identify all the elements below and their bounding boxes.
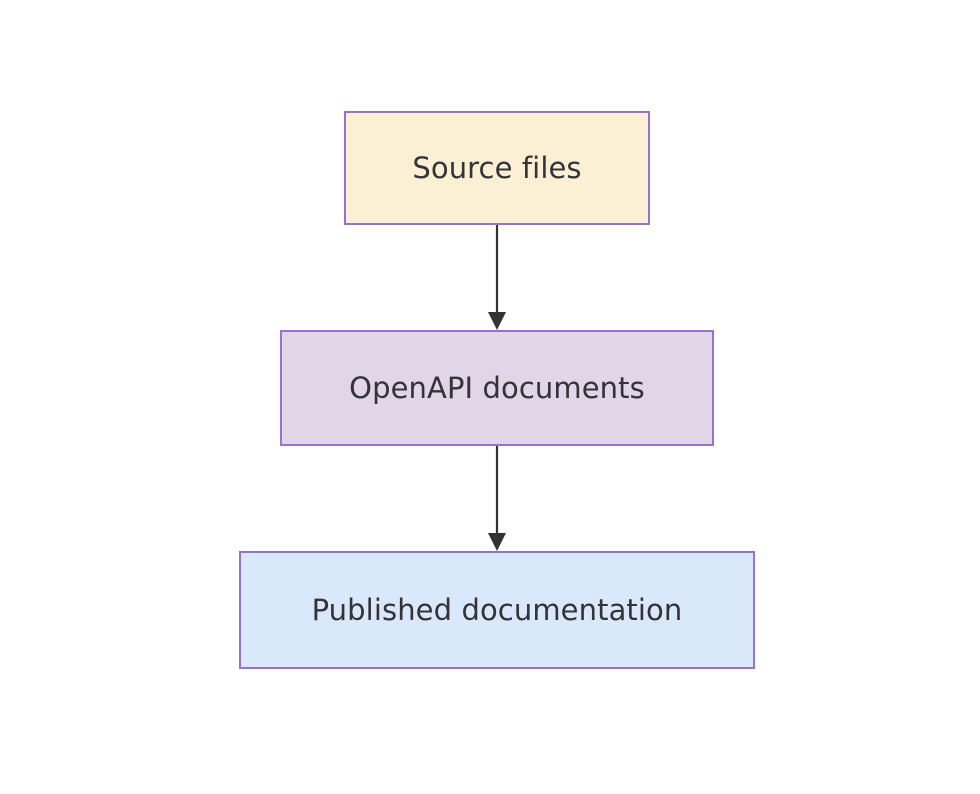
flowchart-node-openapi-documents[interactable]: OpenAPI documents (280, 330, 714, 446)
flowchart-node-label: OpenAPI documents (349, 370, 645, 405)
flowchart-node-label: Source files (412, 150, 582, 185)
edge-source-to-openapi (488, 225, 506, 330)
flowchart-node-label: Published documentation (311, 592, 683, 627)
arrowhead-icon-source-to-openapi (488, 312, 506, 330)
flowchart-node-published-documentation[interactable]: Published documentation (239, 551, 755, 669)
arrowhead-icon-openapi-to-published (488, 533, 506, 551)
edge-openapi-to-published (488, 446, 506, 551)
flowchart-node-source-files[interactable]: Source files (344, 111, 650, 225)
